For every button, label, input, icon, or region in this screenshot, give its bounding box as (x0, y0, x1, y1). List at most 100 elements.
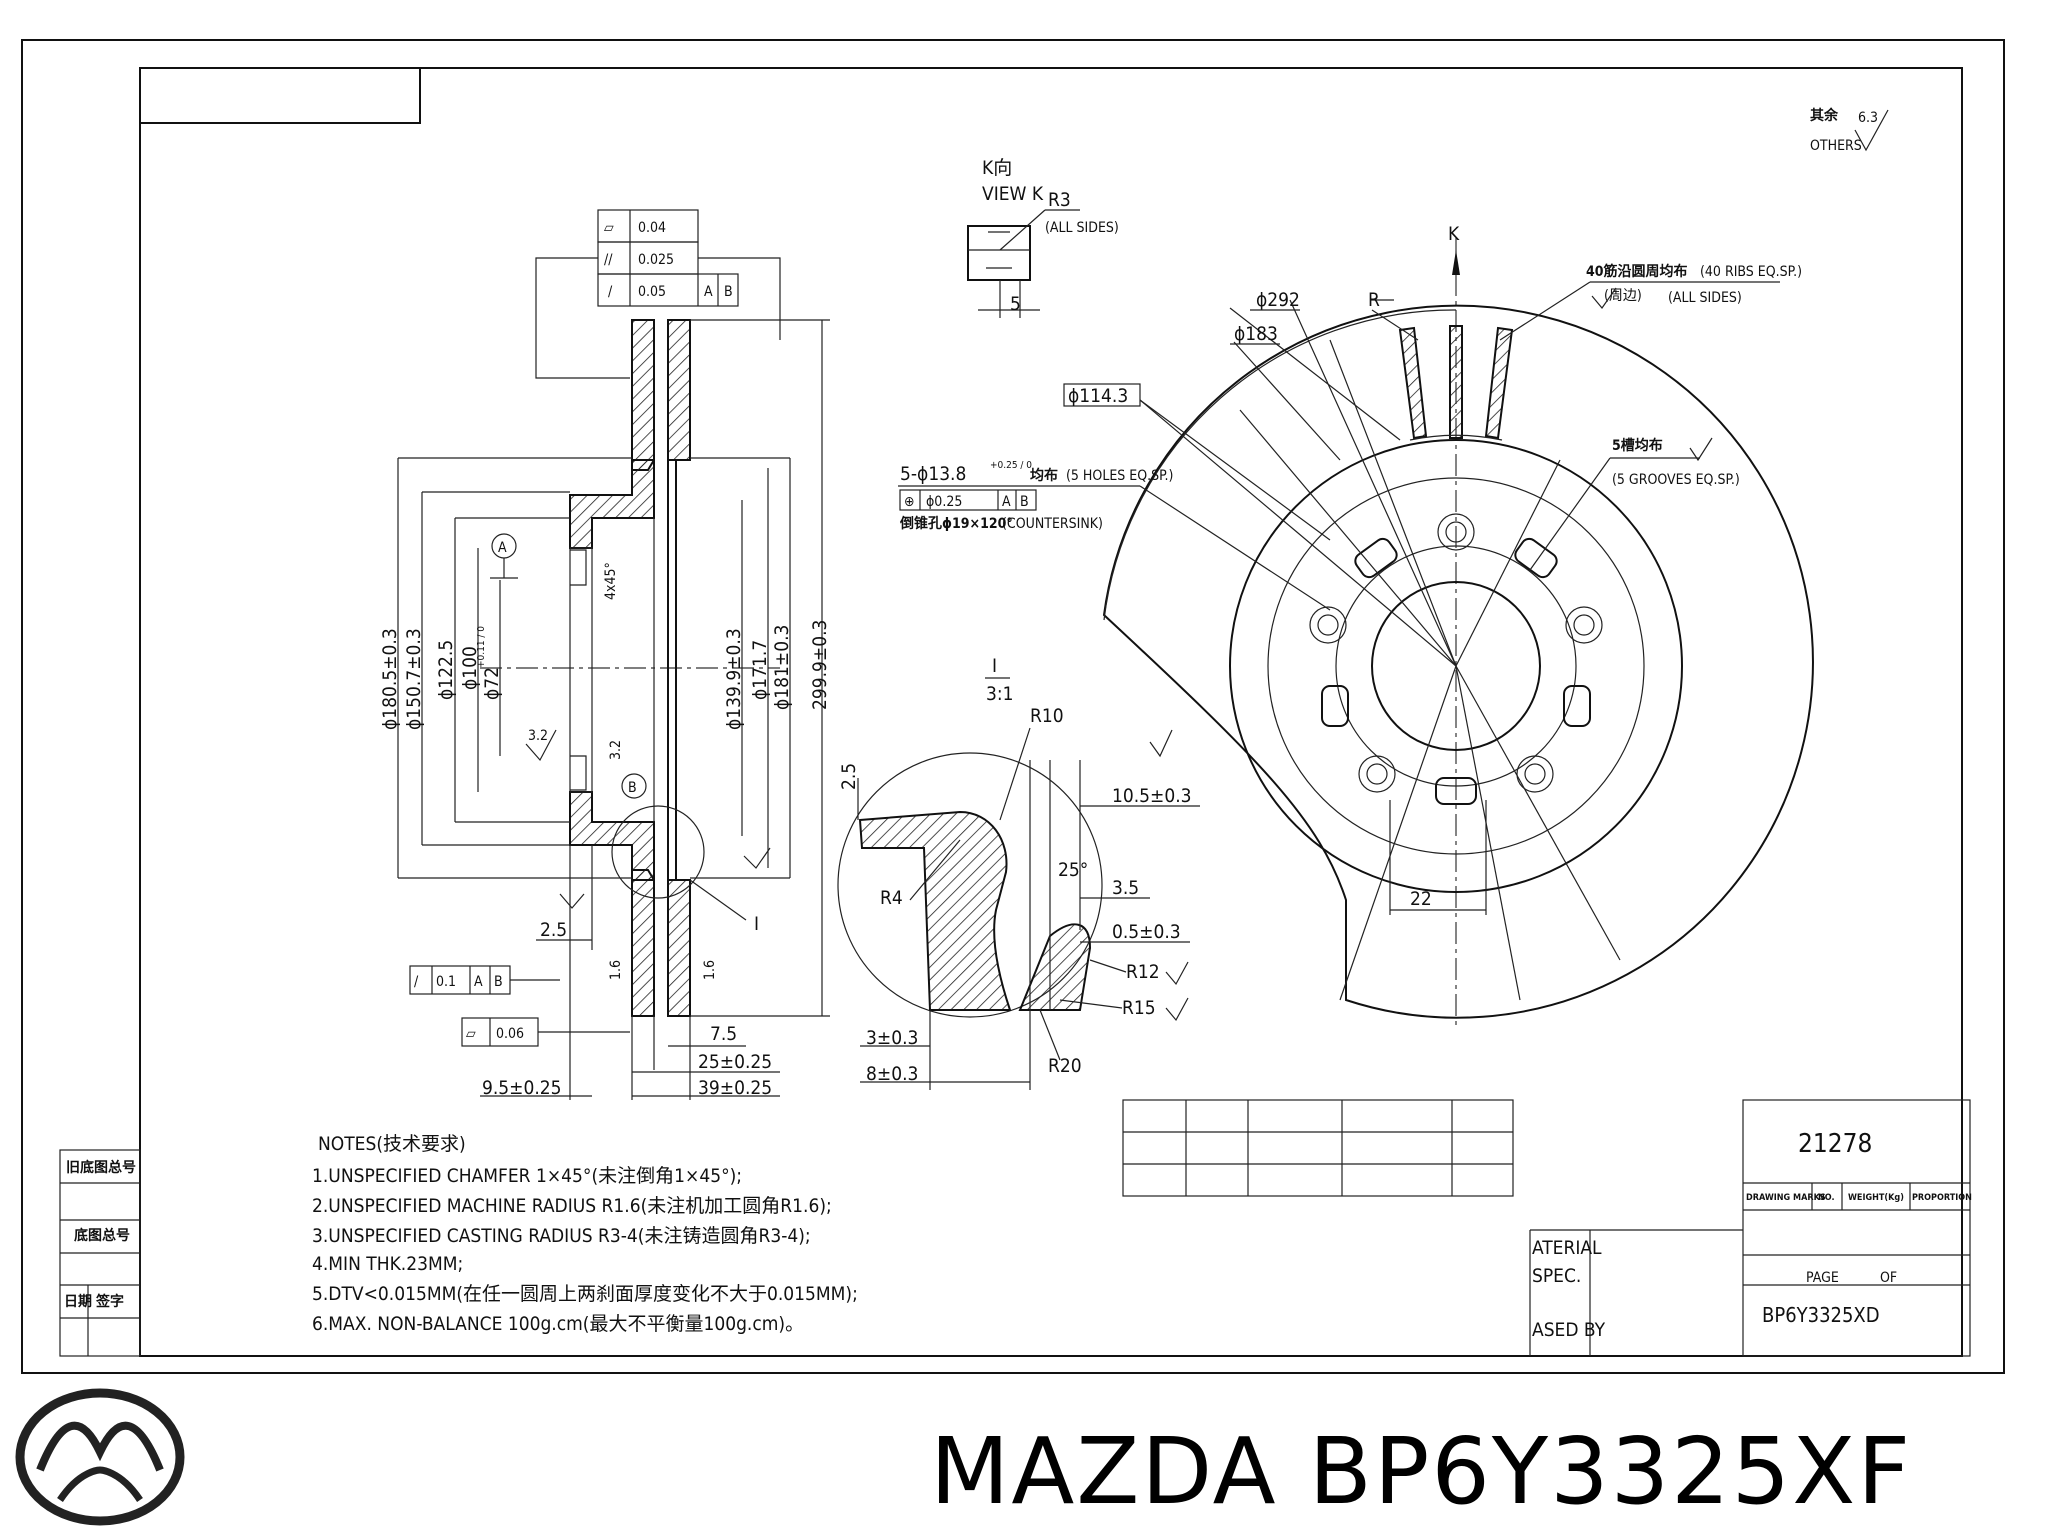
rev-old-number: 旧底图总号 (66, 1159, 136, 1176)
svg-text:B: B (494, 974, 503, 990)
svg-text:8±0.3: 8±0.3 (866, 1063, 918, 1085)
svg-text:B: B (724, 284, 733, 300)
svg-text:R20: R20 (1048, 1055, 1082, 1077)
svg-text:I: I (992, 655, 997, 677)
svg-text:OF: OF (1880, 1270, 1897, 1286)
svg-text:6.3: 6.3 (1858, 110, 1878, 126)
svg-text:A: A (474, 974, 483, 990)
drawing-number: 21278 (1798, 1129, 1872, 1159)
rough-2: 3.2 (608, 740, 624, 760)
dim-39: 39±0.25 (698, 1077, 772, 1099)
svg-text:(5 GROOVES EQ.SP.): (5 GROOVES EQ.SP.) (1612, 472, 1740, 488)
svg-text:R10: R10 (1030, 705, 1064, 727)
svg-text:(ALL SIDES): (ALL SIDES) (1668, 290, 1742, 306)
note-4: 4.MIN THK.23MM; (312, 1253, 463, 1275)
svg-text:均布: 均布 (1030, 467, 1058, 484)
svg-text:K: K (1448, 223, 1460, 245)
svg-text:0.05: 0.05 (638, 284, 666, 300)
svg-text:NO.: NO. (1818, 1193, 1835, 1203)
svg-text:0.04: 0.04 (638, 220, 666, 236)
svg-text:DRAWING MARKS: DRAWING MARKS (1746, 1193, 1826, 1203)
dim-d150: ϕ150.7±0.3 (403, 628, 425, 730)
note-1: 1.UNSPECIFIED CHAMFER 1×45°(未注倒角1×45°); (312, 1165, 742, 1187)
dim-d299: 299.9±0.3 (809, 620, 831, 710)
dim-7-5: 7.5 (710, 1023, 737, 1045)
rev-number: 底图总号 (74, 1227, 130, 1244)
svg-text:0.025: 0.025 (638, 252, 674, 268)
svg-text:/: / (608, 284, 613, 300)
svg-text:(ALL SIDES): (ALL SIDES) (1045, 220, 1119, 236)
detail-i: I 3:1 2.5 R10 R4 10.5±0.3 25° 3.5 0.5±0.… (837, 655, 1200, 1090)
svg-text:1.6: 1.6 (608, 960, 624, 980)
note-3: 3.UNSPECIFIED CASTING RADIUS R3-4(未注铸造圆角… (312, 1225, 811, 1247)
svg-text:5-ϕ13.8: 5-ϕ13.8 (900, 463, 966, 485)
dim-d72: ϕ72 (481, 667, 503, 700)
dim-d139: ϕ139.9±0.3 (723, 628, 745, 730)
detail-i-ref: I (754, 913, 759, 935)
svg-text:⊕: ⊕ (904, 494, 915, 510)
svg-text:0.1: 0.1 (436, 974, 456, 990)
datum-a: A (498, 540, 507, 556)
svg-text:5: 5 (1010, 293, 1021, 315)
svg-text:3:1: 3:1 (986, 683, 1014, 705)
datum-b: B (628, 780, 637, 796)
svg-text:/: / (414, 974, 419, 990)
sheet-frame (21, 39, 2005, 1374)
holes-callout: 5-ϕ13.8 +0.25 / 0 均布 (5 HOLES EQ.SP.) ⊕ … (898, 460, 1331, 611)
svg-text:WEIGHT(Kg): WEIGHT(Kg) (1848, 1193, 1904, 1203)
svg-text:0.5±0.3: 0.5±0.3 (1112, 921, 1181, 943)
surface-finish: 其余 OTHERS 6.3 (1810, 107, 1889, 154)
svg-text:OTHERS: OTHERS (1810, 138, 1862, 154)
dim-d171: ϕ171.7 (749, 640, 771, 700)
svg-text:ATERIAL: ATERIAL (1532, 1237, 1602, 1259)
rough-1: 3.2 (528, 728, 548, 744)
svg-text:R: R (1368, 289, 1380, 311)
notes: NOTES(技术要求) 1.UNSPECIFIED CHAMFER 1×45°(… (312, 1133, 858, 1335)
rev-sign: 签字 (95, 1293, 124, 1310)
svg-text:3.5: 3.5 (1112, 877, 1139, 899)
svg-text:2.5: 2.5 (838, 763, 860, 790)
svg-text:1.6: 1.6 (702, 960, 718, 980)
svg-text:ASED BY: ASED BY (1532, 1319, 1606, 1341)
svg-text:A: A (1002, 494, 1011, 510)
revision-block: 旧底图总号 底图总号 日期 签字 (59, 1149, 141, 1357)
view-k: K向 VIEW K R3 (ALL SIDES) 5 (967, 157, 1119, 318)
svg-text:A: A (704, 284, 713, 300)
svg-text:+0.25 / 0: +0.25 / 0 (990, 460, 1032, 471)
dim-25: 25±0.25 (698, 1051, 772, 1073)
svg-text:R12: R12 (1126, 961, 1160, 983)
dim-2-5: 2.5 (540, 919, 567, 941)
svg-text:B: B (1020, 494, 1029, 510)
svg-text:0.06: 0.06 (496, 1026, 524, 1042)
svg-text:5槽均布: 5槽均布 (1612, 437, 1663, 454)
dim-d72-tol: +0.11 / 0 (476, 626, 487, 668)
dim-d180: ϕ180.5±0.3 (379, 628, 401, 730)
svg-text:▱: ▱ (466, 1026, 476, 1042)
title-block: 21278 DRAWING MARKS NO. WEIGHT(Kg) PROPO… (1122, 1099, 1972, 1357)
svg-text:SPEC.: SPEC. (1532, 1265, 1581, 1287)
part-number-title: BP6Y3325XD (1762, 1303, 1880, 1327)
svg-text:R15: R15 (1122, 997, 1156, 1019)
svg-text:PROPORTION: PROPORTION (1912, 1193, 1972, 1203)
svg-text://: // (604, 252, 613, 268)
svg-text:PAGE: PAGE (1806, 1270, 1839, 1286)
svg-text:VIEW K: VIEW K (982, 183, 1044, 205)
svg-text:▱: ▱ (604, 220, 614, 236)
svg-text:40筋沿圆周均布: 40筋沿圆周均布 (1586, 263, 1688, 280)
svg-text:ϕ292: ϕ292 (1256, 289, 1300, 311)
note-2: 2.UNSPECIFIED MACHINE RADIUS R1.6(未注机加工圆… (312, 1195, 832, 1217)
dim-d122: ϕ122.5 (435, 640, 457, 700)
notes-title: NOTES(技术要求) (318, 1133, 466, 1155)
svg-text:倒锥孔ϕ19×120°: 倒锥孔ϕ19×120° (899, 515, 1013, 532)
svg-text:R3: R3 (1048, 189, 1071, 211)
svg-text:K向: K向 (982, 157, 1012, 179)
dim-d181: ϕ181±0.3 (771, 625, 793, 710)
section-view: ϕ180.5±0.3 ϕ150.7±0.3 ϕ122.5 ϕ100 ϕ72 +0… (379, 319, 831, 1100)
svg-text:ϕ183: ϕ183 (1234, 323, 1278, 345)
tolerance-frames: ▱ // / 0.04 0.025 0.05 A B / 0.1 A B ▱ 0… (409, 209, 781, 1047)
svg-text:3±0.3: 3±0.3 (866, 1027, 918, 1049)
mazda-logo (15, 1388, 185, 1526)
front-view: K (1063, 223, 1814, 1030)
svg-text:22: 22 (1410, 888, 1432, 910)
svg-text:(5 HOLES EQ.SP.): (5 HOLES EQ.SP.) (1066, 468, 1173, 484)
